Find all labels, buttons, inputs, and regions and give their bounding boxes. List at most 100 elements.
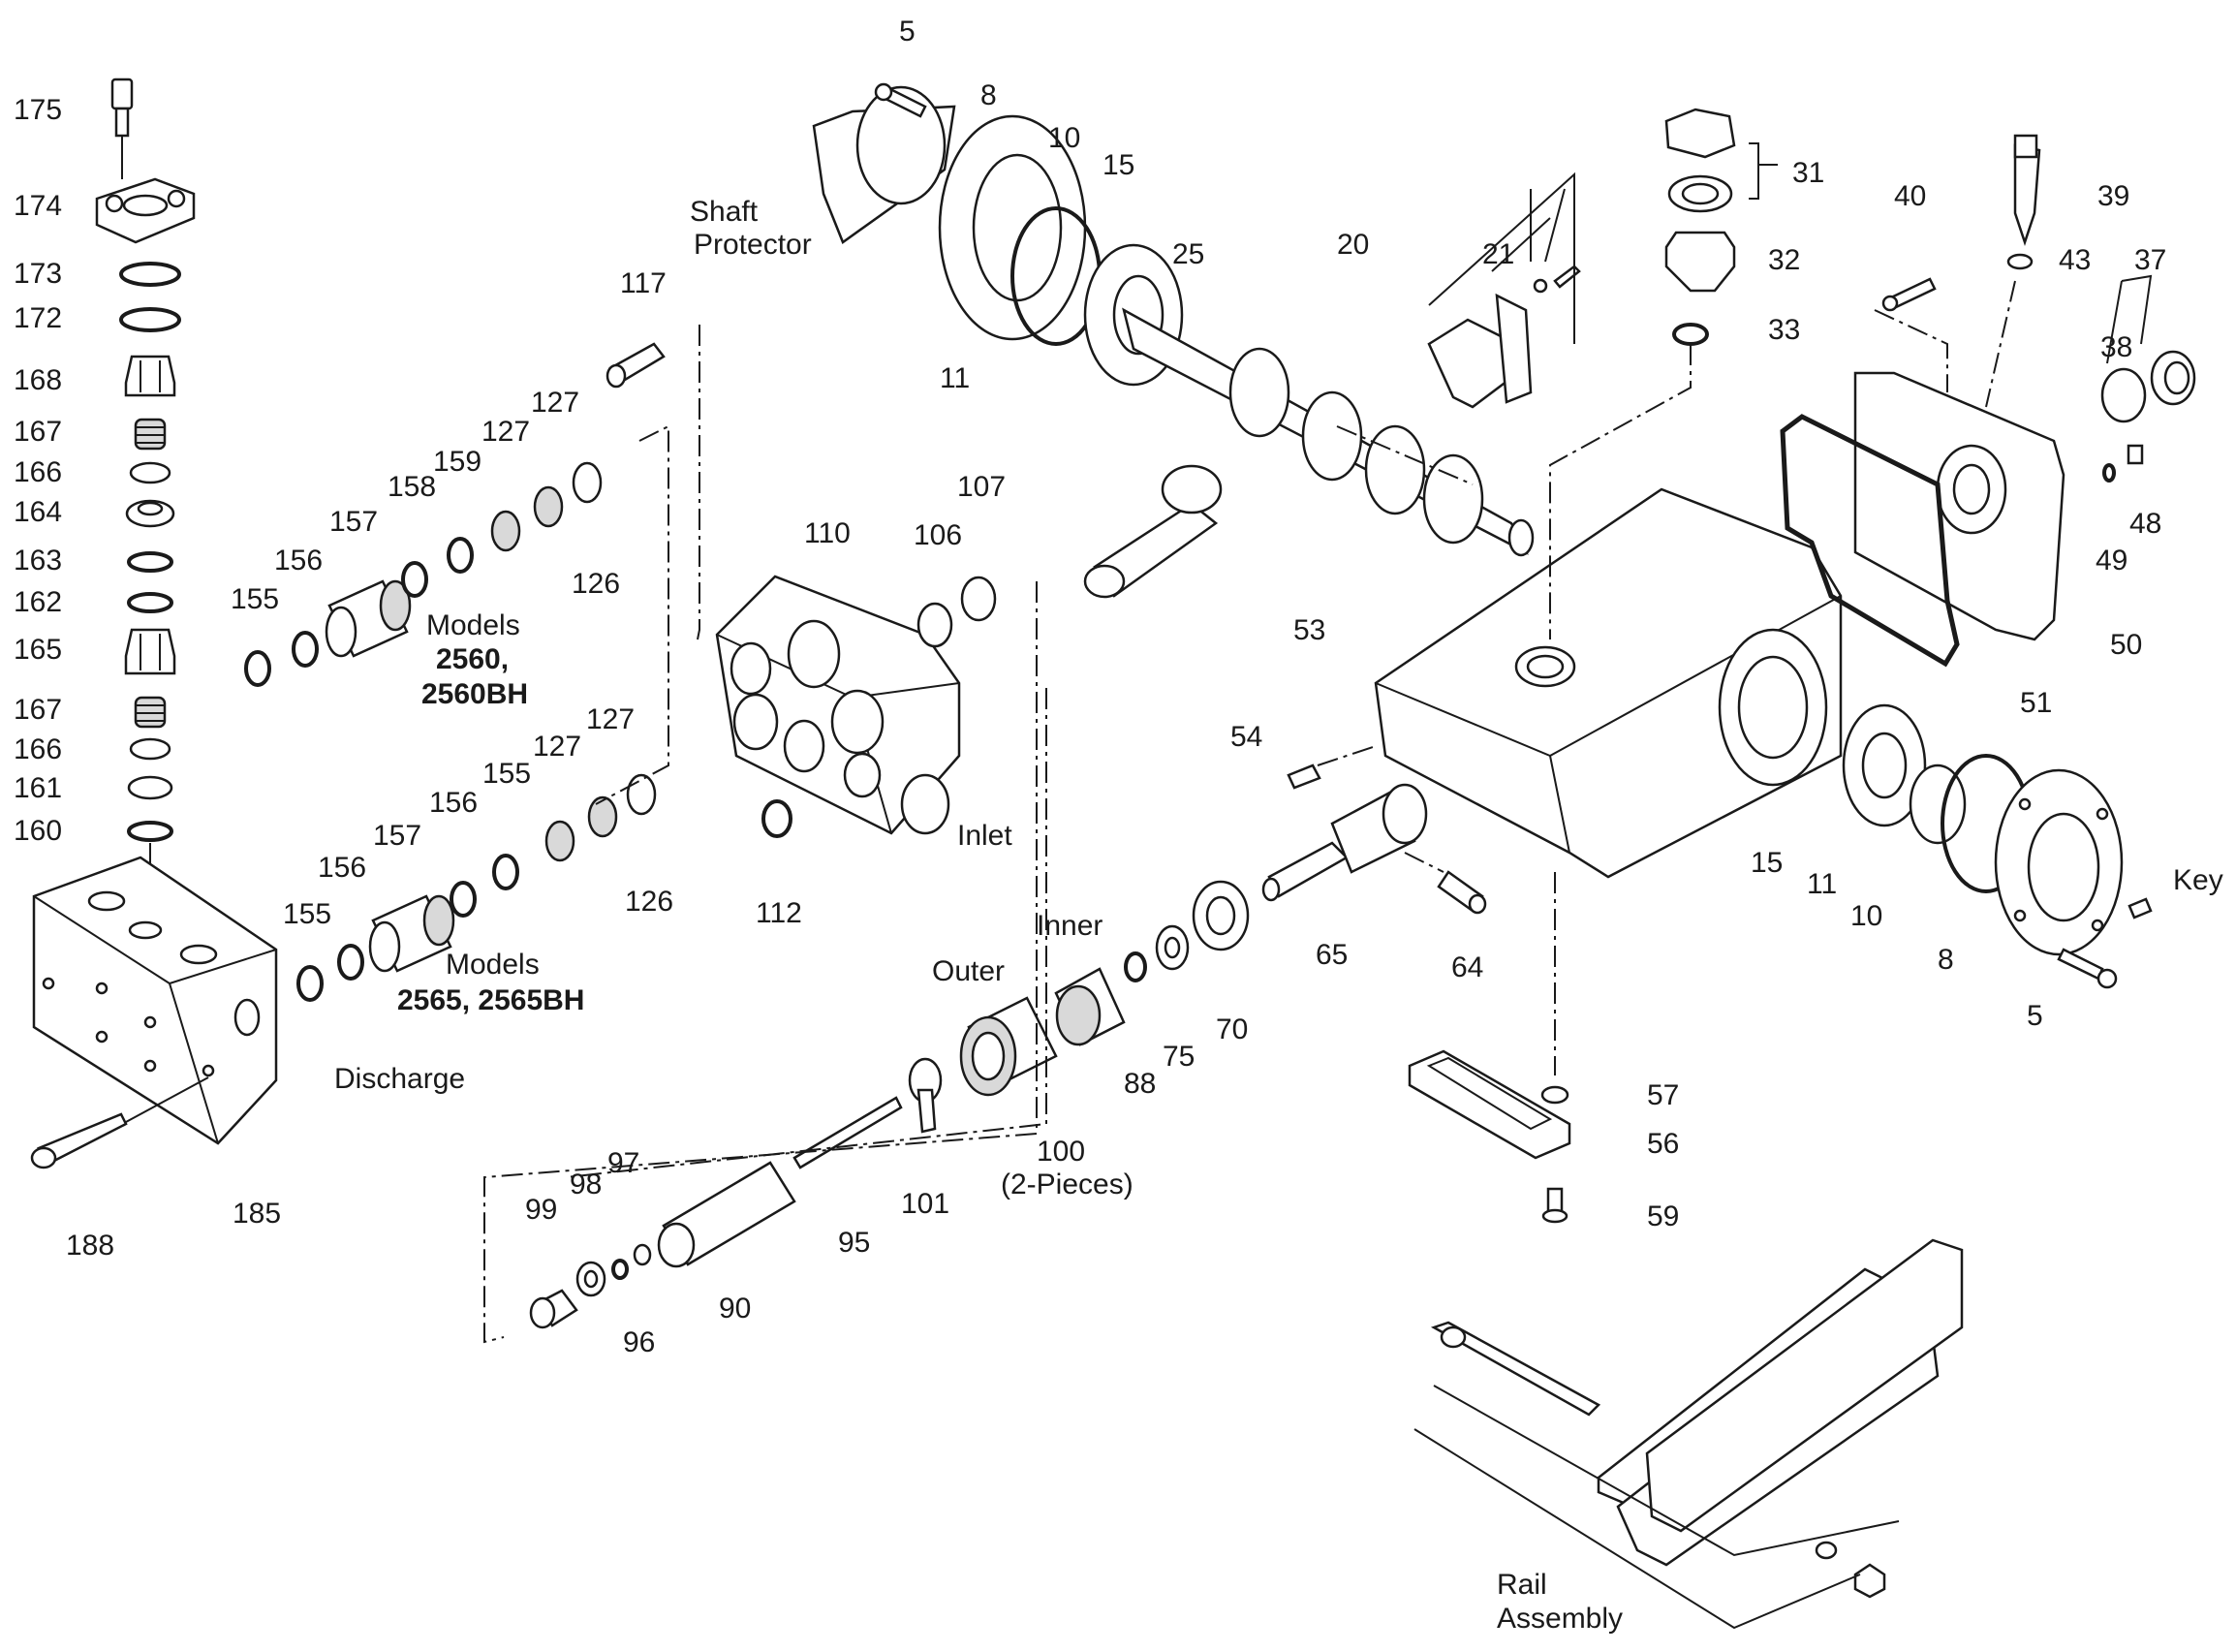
- callout-88: 88: [1124, 1068, 1156, 1100]
- part-165-valve-seat: [124, 628, 176, 675]
- descriptive-labels: Shaft Protector Models 2560, 2560BH Mode…: [334, 196, 2223, 1635]
- label-key: Key: [2173, 864, 2223, 896]
- callout-32: 32: [1768, 244, 1800, 276]
- part-100-inner-sleeve: [1054, 967, 1126, 1046]
- part-75-washer: [1155, 924, 1190, 971]
- callout-57: 57: [1647, 1079, 1679, 1111]
- part-8-bearing-cover-b: [1994, 768, 2124, 956]
- callout-21: 21: [1482, 238, 1514, 270]
- callout-43: 43: [2059, 244, 2091, 276]
- callout-99: 99: [525, 1194, 557, 1226]
- callout-163: 163: [14, 545, 62, 577]
- callout-8: 8: [1938, 944, 1954, 976]
- label-inlet: Inlet: [957, 820, 1012, 852]
- callout-48: 48: [2129, 508, 2161, 540]
- part-38-oil-seal: [2100, 367, 2147, 423]
- part-65-plunger-rod: [1261, 783, 1428, 902]
- callout-127: 127: [531, 387, 579, 419]
- callout-5: 5: [899, 16, 916, 47]
- callout-160: 160: [14, 815, 62, 847]
- callout-106: 106: [914, 519, 962, 551]
- label-discharge: Discharge: [334, 1063, 465, 1095]
- callout-164: 164: [14, 496, 62, 528]
- callout-165: 165: [14, 634, 62, 666]
- callout-10: 10: [1048, 122, 1080, 154]
- callout-54: 54: [1230, 721, 1262, 753]
- callout-156: 156: [318, 852, 366, 884]
- callout-156: 156: [274, 545, 323, 577]
- callout-158: 158: [388, 471, 436, 503]
- label-models-b: Models: [446, 949, 540, 981]
- callout-numbers: 175 174 173 172 168 167 166 164 163 162 …: [14, 16, 2166, 1358]
- label-models-a-2560: 2560,: [436, 643, 509, 675]
- part-95-stud: [792, 1096, 903, 1169]
- part-156-o-ring-a: [292, 631, 319, 668]
- callout-64: 64: [1451, 951, 1483, 983]
- label-assembly: Assembly: [1497, 1603, 1623, 1635]
- callout-70: 70: [1216, 1013, 1248, 1045]
- part-163-o-ring: [127, 551, 173, 573]
- part-5-bolt-b: [2057, 948, 2118, 989]
- part-11-seal-b: [1909, 764, 1967, 845]
- callout-155: 155: [283, 898, 331, 930]
- part-70-seal: [1192, 880, 1250, 951]
- part-156-o-ring-b: [337, 944, 364, 981]
- callout-155: 155: [231, 583, 279, 615]
- part-172-o-ring: [119, 307, 181, 332]
- part-90-plunger: [657, 1161, 796, 1268]
- label-rail: Rail: [1497, 1569, 1547, 1601]
- callout-162: 162: [14, 586, 62, 618]
- part-174-cap-plate: [95, 177, 196, 244]
- callout-51: 51: [2020, 687, 2052, 719]
- callout-37: 37: [2134, 244, 2166, 276]
- label-models-a-2560bh: 2560BH: [421, 678, 528, 710]
- label-shaft: Shaft: [690, 196, 759, 228]
- part-161-seat: [127, 775, 173, 800]
- part-57-washer: [1540, 1085, 1569, 1105]
- part-155-o-ring-c: [492, 854, 519, 890]
- callout-174: 174: [14, 190, 62, 222]
- part-50-rear-cover: [1853, 371, 2065, 641]
- label-models-a: Models: [426, 609, 520, 641]
- callout-11: 11: [1807, 868, 1837, 900]
- part-8-bearing-cover-a: [938, 114, 1087, 341]
- seal-set-models-2565: [296, 773, 657, 1002]
- callout-166: 166: [14, 733, 62, 765]
- part-160-o-ring: [127, 821, 173, 842]
- callout-31: 31: [1792, 157, 1824, 189]
- callout-175: 175: [14, 94, 62, 126]
- part-59-bolt: [1541, 1187, 1568, 1224]
- callout-49: 49: [2096, 545, 2127, 577]
- callout-172: 172: [14, 302, 62, 334]
- callout-75: 75: [1163, 1041, 1195, 1073]
- callout-156: 156: [429, 787, 478, 819]
- part-168-valve-seat: [124, 355, 176, 397]
- callout-161: 161: [14, 772, 62, 804]
- part-51-gasket: [1780, 414, 1960, 668]
- callout-127: 127: [533, 731, 581, 763]
- callout-40: 40: [1894, 180, 1926, 212]
- part-155-o-ring-a: [244, 650, 271, 687]
- part-53-crankcase: [1374, 487, 1843, 879]
- callout-33: 33: [1768, 314, 1800, 346]
- callout-167: 167: [14, 416, 62, 448]
- callout-126: 126: [572, 568, 620, 600]
- callout-159: 159: [433, 446, 481, 478]
- part-127-seal-a: [490, 510, 521, 552]
- callout-65: 65: [1316, 939, 1348, 971]
- callout-90: 90: [719, 1293, 751, 1325]
- part-shaft-protector: [812, 85, 956, 244]
- callout-25: 25: [1172, 238, 1204, 270]
- part-21-rod-cap: [1427, 265, 1581, 409]
- callout-10: 10: [1850, 900, 1882, 932]
- callout-112: 112: [756, 897, 802, 929]
- part-106-seal: [916, 602, 953, 648]
- rail-assembly: [1430, 1238, 1964, 1599]
- callout-157: 157: [373, 820, 421, 852]
- label-protector: Protector: [694, 229, 812, 261]
- part-167-spring: [134, 418, 167, 451]
- part-56-oil-pan-cover: [1408, 1049, 1571, 1160]
- callout-11: 11: [940, 362, 970, 394]
- part-175-screw: [110, 78, 134, 179]
